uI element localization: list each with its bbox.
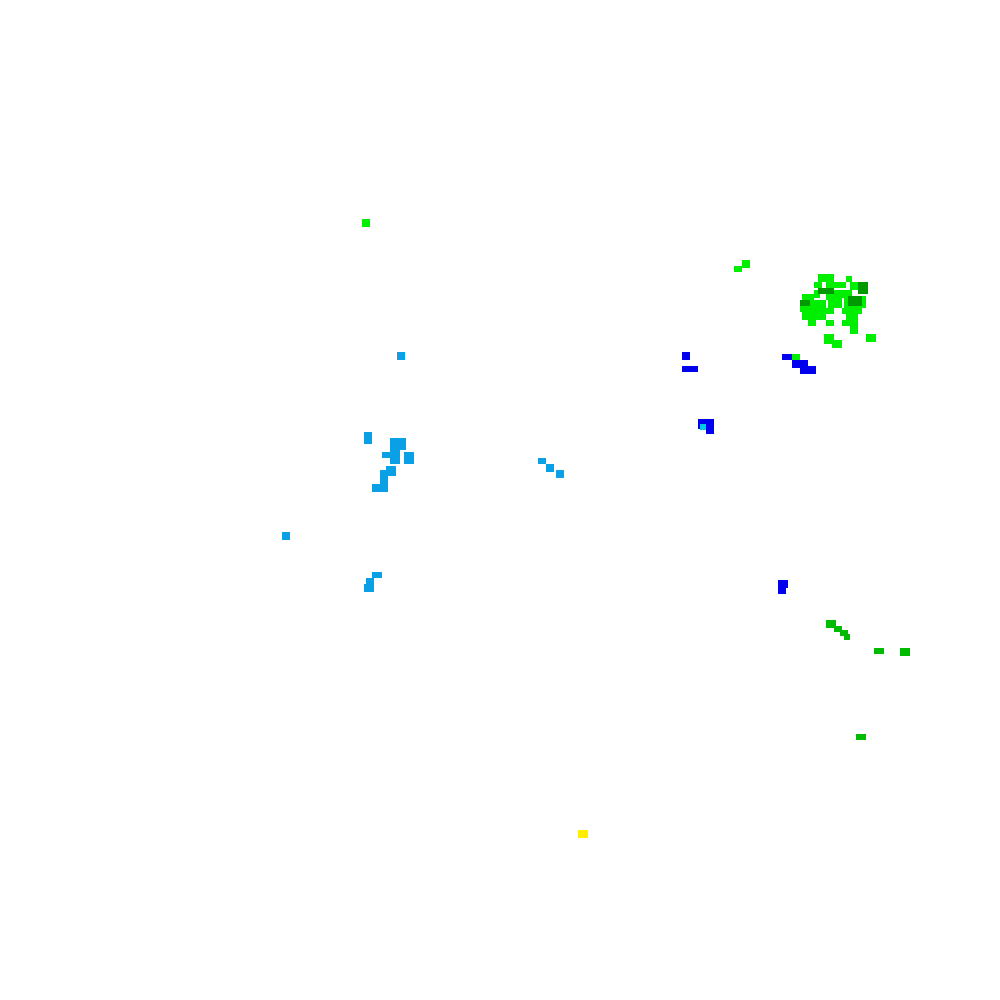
map-cell [826, 282, 846, 288]
map-cell [858, 282, 868, 294]
map-cell [778, 580, 788, 588]
map-cell [826, 320, 834, 326]
map-cell [844, 634, 850, 640]
map-cell [800, 366, 816, 374]
map-cell [366, 578, 374, 588]
map-cell [818, 274, 834, 282]
map-cell [546, 464, 554, 472]
map-cell [390, 438, 406, 450]
map-cell [836, 290, 844, 298]
map-cell [848, 296, 862, 306]
map-cell [874, 648, 884, 654]
map-cell [372, 484, 388, 492]
map-cells [282, 219, 910, 838]
northeast-green-cluster-dark [800, 282, 868, 306]
map-cell [900, 648, 910, 656]
map-cell [734, 266, 742, 272]
map-cell [850, 282, 860, 290]
map-cell [397, 352, 405, 360]
map-cell [826, 620, 836, 628]
map-cell [846, 276, 852, 282]
map-cell [850, 326, 858, 334]
map-cell [682, 366, 698, 372]
map-cell [866, 334, 876, 342]
map-cell [846, 314, 858, 322]
map-cell [812, 300, 826, 310]
map-cell [778, 586, 786, 594]
map-cell [556, 470, 564, 478]
map-cell [386, 466, 396, 476]
map-cell [800, 302, 812, 312]
map-cell [782, 354, 792, 360]
map-cell [694, 368, 698, 372]
map-cell [834, 626, 842, 632]
map-cell [742, 260, 750, 268]
map-cell [826, 290, 836, 300]
map-cell [814, 290, 820, 298]
map-cell [802, 294, 814, 302]
map-cell [824, 334, 834, 344]
west-skyblue-cluster [282, 352, 564, 592]
map-cell [706, 426, 714, 434]
map-cell [826, 308, 834, 314]
map-cell [380, 470, 388, 480]
map-cell [808, 320, 816, 326]
map-cell [282, 532, 290, 540]
map-cell [382, 452, 390, 458]
map-cell [842, 308, 862, 314]
south-yellow-cell [578, 830, 588, 838]
map-cell [800, 300, 810, 306]
map-cell [372, 572, 382, 578]
map-cell [404, 452, 414, 464]
map-cell [802, 310, 826, 320]
map-cell [364, 432, 372, 444]
southeast-green-scatter [826, 620, 910, 740]
map-cell [380, 478, 388, 488]
map-cell [856, 734, 866, 740]
map-cell [364, 584, 374, 592]
map-cell [700, 424, 706, 430]
map-cell [538, 458, 546, 464]
map-cell [578, 830, 588, 838]
map-cell [818, 288, 834, 294]
map-cell [840, 630, 848, 636]
map-cell [832, 340, 842, 348]
map-cell [792, 360, 808, 368]
map-cell [792, 354, 800, 362]
map-cell [390, 450, 400, 464]
map-cell [842, 320, 858, 326]
map-cell [682, 352, 690, 360]
map-cell [362, 219, 370, 227]
map-cell [828, 298, 842, 308]
north-green-scatter [362, 219, 800, 362]
map-cell [844, 290, 852, 296]
map-cell [814, 282, 822, 288]
